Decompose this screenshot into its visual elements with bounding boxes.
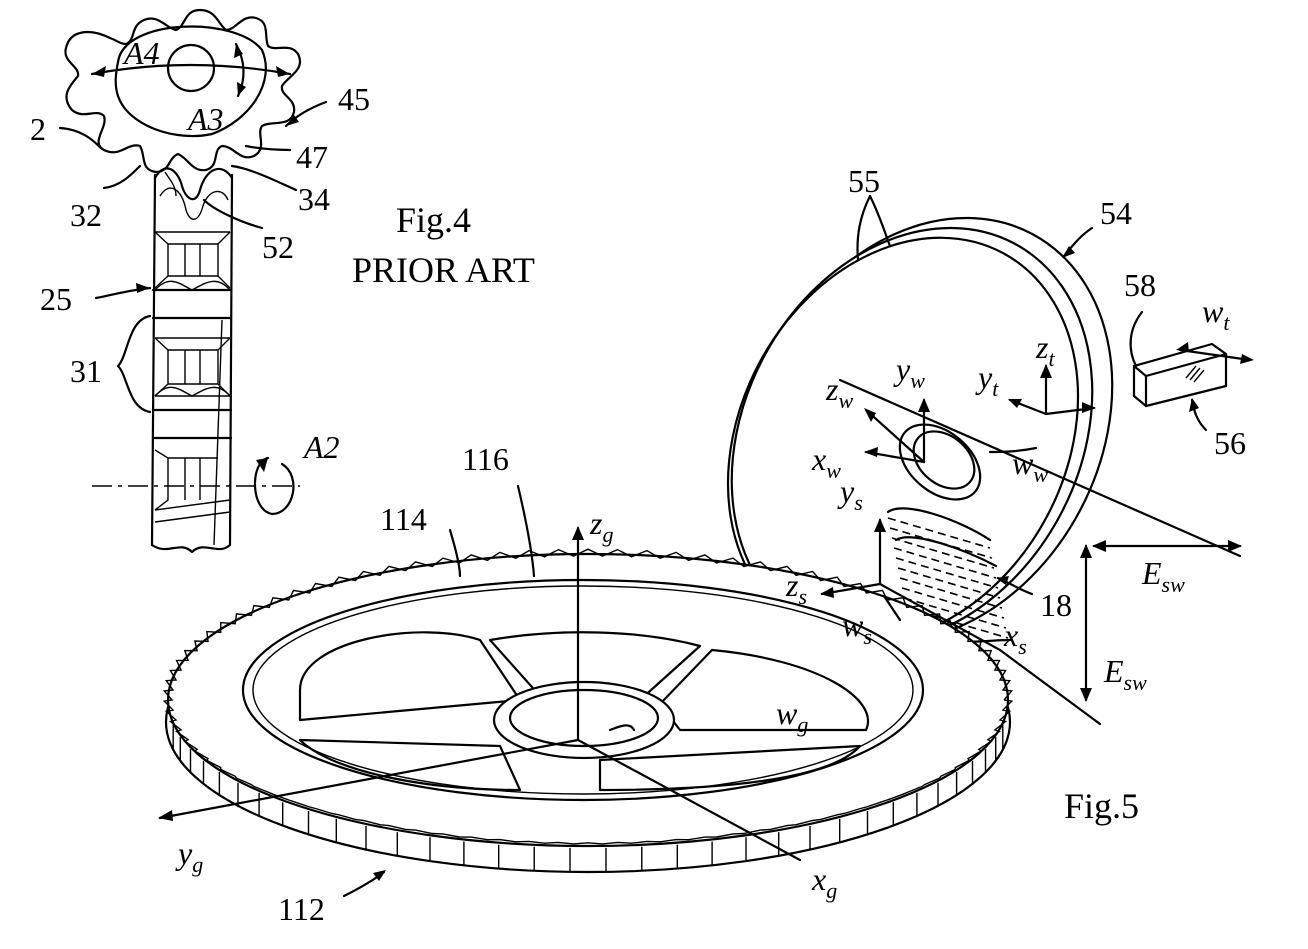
fig5-gear-window-left [298,631,522,722]
fig4-ref-45: 45 [338,81,370,117]
fig5-axes-s [820,518,1002,652]
fig4-a4-arrowhead-right [276,66,290,77]
fig5-axis-ws: ws [842,607,872,649]
fig5-ref-116: 116 [462,441,509,477]
fig4-subcaption: PRIOR ART [352,250,535,290]
fig5-leader-114 [448,528,462,578]
fig5-ref-58: 58 [1124,267,1156,303]
fig5-esw-dimensions [998,540,1242,726]
fig4-ref-31: 31 [70,353,102,389]
fig4-a3-arrowhead-bottom [237,82,246,96]
fig4-gear-outline [64,8,301,174]
fig5-axis-yg: yg [175,835,203,877]
fig4-leader-34 [230,164,298,192]
fig5-gear-rim-ticks [172,724,1004,872]
fig5-leader-58 [1129,310,1144,368]
fig4-drawing: 2 A4 A3 45 47 32 34 52 25 31 A2 Fig.4 PR… [30,8,535,554]
fig5-gear-inner-ring-2 [252,585,914,795]
fig5-caption: Fig.5 [1064,786,1139,826]
fig5-ref-54: 54 [1100,195,1132,231]
fig4-brace-31 [116,314,152,414]
fig5-axis-ys: ys [837,473,863,515]
fig4-tool-strip [150,167,234,554]
fig5-tool-block [1132,342,1228,408]
fig5-arrow-112 [373,870,386,881]
fig5-worm [886,507,1012,644]
fig5-wheel-hub-inner [912,430,976,490]
fig5-ref-56: 56 [1214,425,1246,461]
fig5-axis-xs: xs [1003,617,1027,659]
fig5-arrow-54 [1062,246,1075,258]
fig5-axes-t [1008,342,1254,416]
fig5-ref-55: 55 [848,163,880,199]
fig5-arrow-56 [1189,398,1199,412]
fig5-ref-112: 112 [278,891,325,927]
fig4-ref-47: 47 [296,139,328,175]
fig4-leader-47 [244,144,292,152]
fig5-ref-18: 18 [1040,587,1072,623]
fig4-axis-a4: A4 [122,35,160,71]
fig5-axes-g [158,526,802,862]
fig5-dim-esw-vertical: Esw [1103,653,1147,695]
fig5-axis-yw: yw [893,351,925,393]
fig4-ref-25: 25 [40,281,72,317]
fig4-axis-a3: A3 [186,101,224,137]
fig5-gear-bore [508,688,660,748]
fig5-axis-zt: zt [1035,329,1055,371]
fig5-gear-hub [492,680,676,760]
fig5-gear-window-bottom-right [598,744,862,792]
fig5-leader-55a [868,194,892,248]
fig4-ref-34: 34 [298,181,330,217]
fig5-axis-xg: xg [811,861,837,903]
fig5-gear-window-top [488,631,702,702]
fig5-gear-window-bottom-left [298,738,522,792]
fig4-a2-rotation-arrow [253,456,295,516]
fig5-gear-window-right [658,648,869,732]
fig4-leader-2 [58,126,106,152]
fig5-axis-wg: wg [776,695,808,737]
fig5-leader-55b [856,194,872,262]
fig5-gear-inner-ring-1 [241,578,925,802]
fig4-ref-2: 2 [30,111,46,147]
fig5-dim-esw-horizontal: Esw [1141,555,1185,597]
fig5-axis-zg: zg [589,505,613,547]
fig4-caption: Fig.4 [396,200,471,240]
fig5-leader-116 [516,484,536,578]
fig4-a4-arrowhead-left [92,66,106,77]
fig4-gear-hub [114,25,267,138]
fig4-leader-52 [202,198,264,230]
fig5-axis-zw: zw [825,371,853,413]
fig4-gear-bore [166,43,216,93]
fig4-ref-52: 52 [262,229,294,265]
fig4-leader-32 [102,164,142,190]
fig4-a2-arrowhead [256,458,268,472]
fig5-axis-zs: zs [785,567,807,609]
fig5-arrow-18 [996,576,1009,585]
fig5-axis-wt: wt [1202,293,1230,335]
fig5-axes-w [838,378,1242,558]
fig5-drawing: 55 54 58 56 18 114 116 112 yw zw xw ww y… [158,163,1254,927]
fig4-a3-arrowhead-top [234,44,243,58]
fig5-gear-teeth [162,548,1014,845]
fig5-ring-gear [162,548,1014,874]
fig4-axis-a2: A2 [302,429,340,465]
fig4-arrow-45 [286,115,299,126]
fig4-a4-arrow [90,63,292,76]
fig4-arrow-25 [136,283,150,293]
fig5-axis-xw: xw [811,441,841,483]
fig5-axis-ww: ww [1012,445,1048,487]
fig5-axis-yt: yt [975,359,999,401]
fig4-ref-32: 32 [70,197,102,233]
fig5-leader-ww [988,446,1038,454]
fig5-ref-114: 114 [380,501,427,537]
